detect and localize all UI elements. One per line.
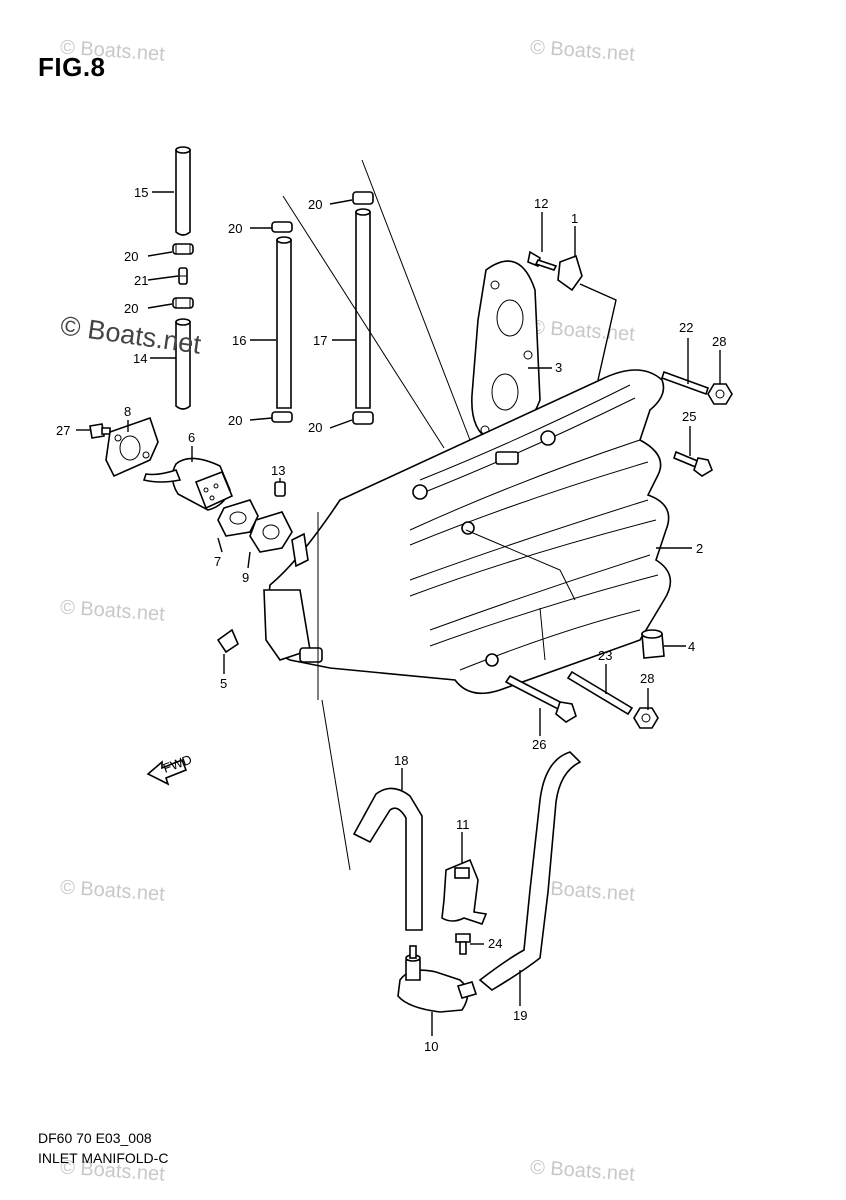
callout-13: 13 — [271, 463, 285, 478]
holder-11[interactable] — [441, 858, 488, 925]
hose-15[interactable] — [175, 146, 191, 236]
callout-22: 22 — [679, 320, 693, 335]
stud-23[interactable] — [566, 670, 634, 716]
bolt-27[interactable] — [89, 423, 111, 439]
callout-12: 12 — [534, 196, 548, 211]
callout-27: 27 — [56, 423, 70, 438]
pin-13[interactable] — [274, 481, 286, 497]
clamp-20b[interactable] — [172, 297, 194, 309]
clamp-20c[interactable] — [271, 221, 293, 233]
callout-8: 8 — [124, 404, 131, 419]
clamp-20a[interactable] — [172, 243, 194, 255]
bolt-26[interactable] — [504, 674, 577, 723]
callout-15: 15 — [134, 185, 148, 200]
callout-1: 1 — [571, 211, 578, 226]
clamp-20d[interactable] — [271, 411, 293, 423]
callout-18: 18 — [394, 753, 408, 768]
callout-5: 5 — [220, 676, 227, 691]
plug-4[interactable] — [641, 629, 665, 659]
callout-6: 6 — [188, 430, 195, 445]
callout-9: 9 — [242, 570, 249, 585]
callout-20: 20 — [124, 249, 138, 264]
callout-28: 28 — [640, 671, 654, 686]
callout-20: 20 — [308, 197, 322, 212]
callout-23: 23 — [598, 648, 612, 663]
bolt-12[interactable] — [527, 250, 558, 271]
bracket-8[interactable] — [105, 416, 159, 478]
gasket-9[interactable] — [249, 511, 293, 553]
bolt-25[interactable] — [673, 450, 713, 477]
callout-2: 2 — [696, 541, 703, 556]
nut-28-lower[interactable] — [633, 707, 659, 729]
bolt-24[interactable] — [455, 933, 471, 955]
diagram-title: INLET MANIFOLD-C — [38, 1150, 169, 1166]
gasket-3[interactable] — [471, 260, 541, 441]
callout-24: 24 — [488, 936, 502, 951]
hose-18[interactable] — [352, 787, 423, 931]
stud-22[interactable] — [660, 370, 710, 396]
callout-20: 20 — [124, 301, 138, 316]
hose-19[interactable] — [478, 751, 582, 991]
callout-20: 20 — [228, 221, 242, 236]
callout-17: 17 — [313, 333, 327, 348]
hose-14[interactable] — [175, 318, 191, 410]
callout-20: 20 — [308, 420, 322, 435]
callout-19: 19 — [513, 1008, 527, 1023]
callout-11: 11 — [456, 817, 470, 832]
valve-10[interactable] — [397, 945, 478, 1013]
callout-4: 4 — [688, 639, 695, 654]
inlet-manifold-2[interactable] — [263, 369, 672, 695]
bracket-1[interactable] — [557, 254, 583, 292]
callout-7: 7 — [214, 554, 221, 569]
callout-3: 3 — [555, 360, 562, 375]
gasket-7[interactable] — [217, 499, 259, 537]
callout-14: 14 — [133, 351, 147, 366]
joint-21[interactable] — [178, 267, 188, 285]
figure-title: FIG.8 — [38, 52, 106, 82]
grommet-5[interactable] — [216, 628, 239, 654]
callout-28: 28 — [712, 334, 726, 349]
clamp-20f[interactable] — [352, 411, 374, 425]
fwd-arrow-icon: FWD — [146, 752, 194, 786]
nut-28-upper[interactable] — [707, 383, 733, 405]
callout-20: 20 — [228, 413, 242, 428]
callout-25: 25 — [682, 409, 696, 424]
sensor-6[interactable] — [142, 457, 234, 511]
callout-16: 16 — [232, 333, 246, 348]
clamp-20e[interactable] — [352, 191, 374, 205]
diagram-code: DF60 70 E03_008 — [38, 1130, 152, 1146]
hose-16[interactable] — [276, 236, 292, 409]
callout-26: 26 — [532, 737, 546, 752]
callout-10: 10 — [424, 1039, 438, 1054]
hose-17[interactable] — [355, 208, 371, 409]
callout-21: 21 — [134, 273, 148, 288]
